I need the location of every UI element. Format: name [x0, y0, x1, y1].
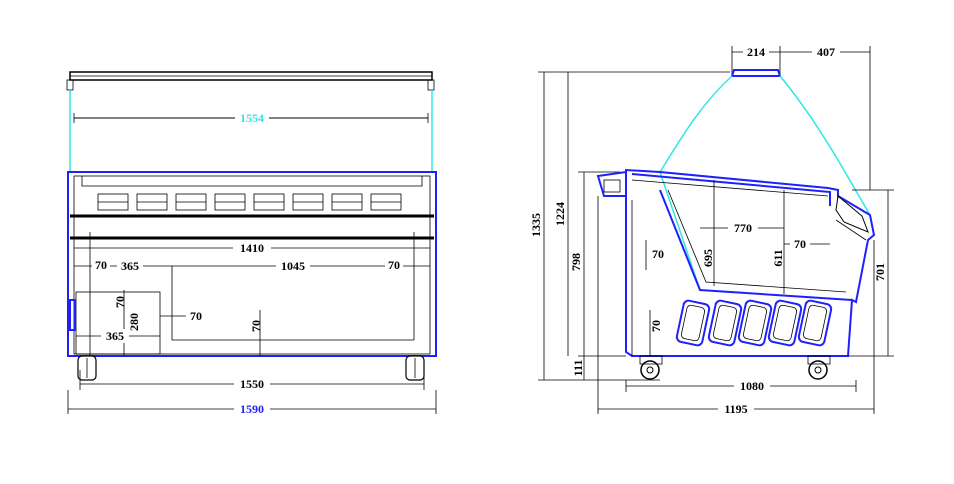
front-dim-inner-width: 1410	[240, 241, 264, 255]
side-body	[625, 168, 876, 357]
side-dim-right-70: 70	[794, 237, 806, 251]
side-dim-body-height: 1224	[553, 202, 567, 226]
side-castors	[639, 355, 831, 380]
front-dim-side-right: 70	[388, 258, 400, 272]
side-lid	[730, 69, 782, 77]
front-body	[67, 171, 437, 357]
front-dim-step-70b: 70	[113, 296, 127, 308]
side-dim-base-70: 70	[649, 320, 663, 332]
side-view: 214 407 1335 1224 798 70	[529, 45, 894, 416]
side-pans	[675, 299, 833, 347]
side-tub	[659, 189, 853, 301]
side-dim-front-701: 701	[873, 263, 887, 281]
front-view: 1554 1410 70 365 1045	[66, 71, 437, 416]
front-dim-offset-365: 365	[121, 259, 139, 273]
side-dim-wall-70: 70	[652, 247, 664, 261]
side-dim-wheel-base-1080: 1080	[740, 379, 764, 393]
front-dim-drawer-280: 280	[127, 313, 141, 331]
side-dim-tray-770: 770	[734, 221, 752, 235]
side-dim-height-798: 798	[569, 253, 583, 271]
side-dim-total-height: 1335	[529, 213, 543, 237]
front-dim-compartment-width: 1045	[281, 259, 305, 273]
side-dim-top-407: 407	[817, 45, 835, 59]
side-dim-depth-695: 695	[701, 249, 715, 267]
front-dim-side-left: 70	[95, 258, 107, 272]
front-dim-overall-width: 1590	[240, 402, 264, 416]
side-handle	[596, 170, 627, 197]
front-dim-base-70: 70	[249, 320, 263, 332]
front-dim-drawer-365: 365	[106, 329, 124, 343]
side-dim-castor-111: 111	[571, 360, 585, 377]
front-dim-glass-width: 1554	[240, 111, 264, 125]
side-dim-overall-depth-1195: 1195	[724, 402, 747, 416]
front-wheels	[77, 355, 425, 381]
front-vent-grilles	[97, 193, 402, 211]
front-dim-wheel-span: 1550	[240, 377, 264, 391]
front-dim-step-70: 70	[190, 309, 202, 323]
side-dim-top-214: 214	[747, 45, 765, 59]
side-glass-curve	[659, 75, 733, 173]
side-dim-height-611: 611	[771, 249, 785, 266]
